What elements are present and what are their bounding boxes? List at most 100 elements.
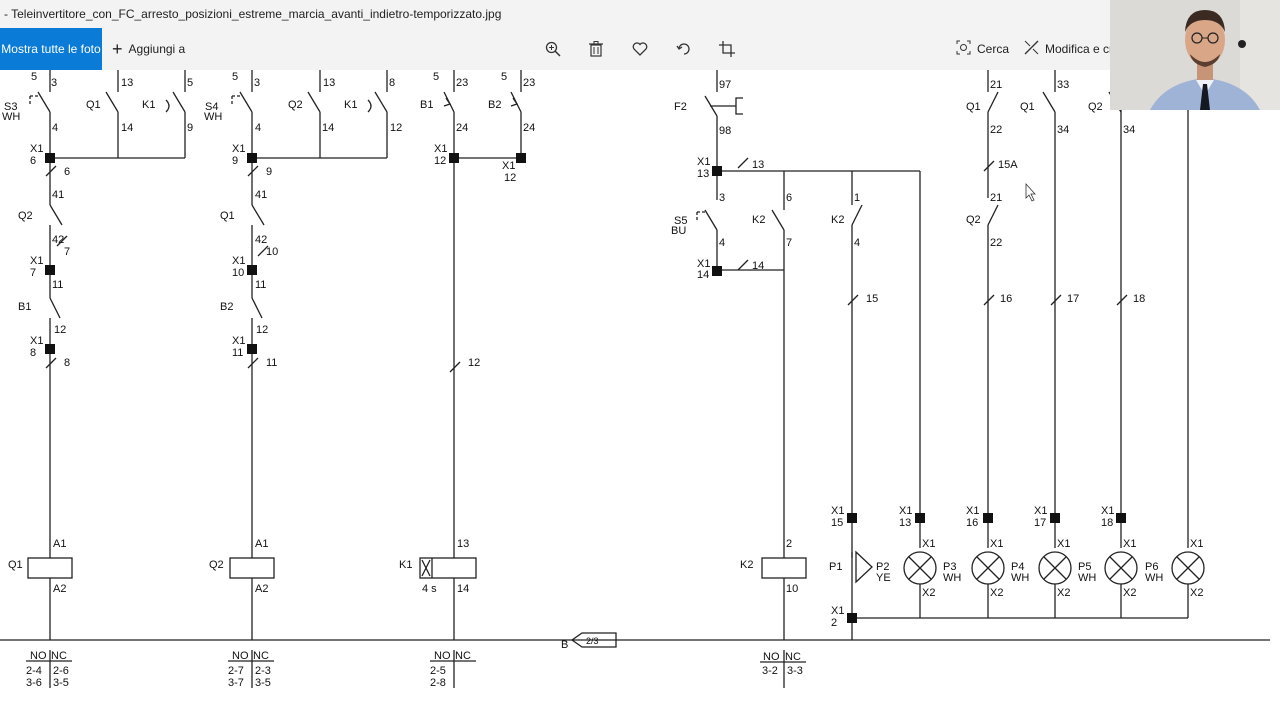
label: Q1: [220, 210, 235, 222]
crop-icon[interactable]: [717, 39, 737, 59]
label: B: [561, 639, 568, 651]
label: NC: [253, 650, 269, 662]
label: 4: [719, 237, 725, 249]
zoom-in-icon[interactable]: [543, 39, 563, 59]
search-visual-icon: [956, 40, 971, 58]
rotate-icon[interactable]: [674, 39, 694, 59]
label: 11: [52, 279, 63, 291]
label: P5: [1078, 561, 1091, 573]
edit-create-button[interactable]: Modifica e cre: [1024, 28, 1120, 70]
schematic-image: 5 3 13 5 S3 WH 4 Q1 14 K1 9 X1 6 6 41 Q2…: [0, 70, 1270, 689]
label: 97: [719, 79, 731, 91]
label: NC: [785, 651, 801, 663]
label: 12: [468, 357, 480, 369]
label: 13: [899, 517, 911, 529]
label: K1: [399, 559, 412, 571]
label: X1: [1057, 538, 1070, 550]
label: P6: [1145, 561, 1158, 573]
label: 9: [232, 155, 238, 167]
label: 13: [323, 77, 335, 89]
label: 12: [256, 324, 268, 336]
label: 5: [433, 71, 439, 83]
terminal: [45, 153, 55, 163]
terminal: [712, 166, 722, 176]
label: 5: [232, 71, 238, 83]
label: Q1: [86, 99, 101, 111]
label: Q2: [18, 210, 33, 222]
show-all-photos-button[interactable]: Mostra tutte le foto: [0, 28, 102, 70]
label: 8: [64, 357, 70, 369]
label: 14: [457, 583, 469, 595]
label: WH: [2, 111, 20, 123]
label: WH: [1011, 572, 1029, 584]
label: Q2: [966, 214, 981, 226]
label: NO: [763, 651, 780, 663]
label: X1: [831, 605, 844, 617]
presenter-video: [1110, 0, 1280, 110]
label: X1: [697, 156, 710, 168]
label: 22: [990, 124, 1002, 136]
trash-icon[interactable]: [586, 39, 606, 59]
label: 7: [786, 237, 792, 249]
terminal: [45, 344, 55, 354]
lamp-p5: X1 X2 P5 WH: [1038, 538, 1096, 599]
signal-lamp-circuits: 21 Q1 22 15A 21 Q2 22 16 33 Q1 34 17 Q2 …: [829, 70, 1205, 640]
circuit-column-q1: 5 3 13 5 S3 WH 4 Q1 14 K1 9 X1 6 6 41 Q2…: [2, 70, 193, 689]
terminal: [847, 513, 857, 523]
label: 10: [232, 267, 244, 279]
visual-search-button[interactable]: Cerca: [956, 28, 1009, 70]
lamp-p4: X1 X2 P4 WH: [971, 538, 1029, 599]
label: K2: [831, 214, 844, 226]
label: 4: [255, 122, 261, 134]
terminal: [449, 153, 459, 163]
toolbar: Mostra tutte le foto + Aggiungi a Cerca …: [0, 28, 1280, 70]
label: X1: [1123, 538, 1136, 550]
label: 4 s: [422, 583, 437, 595]
label: X1: [232, 255, 245, 267]
label: 21: [990, 192, 1002, 204]
lamp-p6: X1 X2 P6 WH: [1104, 538, 1163, 599]
circuit-column-k2: 97 F2 98 13 X1 13 3 S5 BU 4 14 X1 14 6 K…: [671, 70, 921, 688]
label: 15: [831, 517, 843, 529]
terminal: [915, 513, 925, 523]
label: 17: [1034, 517, 1046, 529]
label: BU: [671, 225, 686, 237]
label: B1: [420, 99, 433, 111]
label: P1: [829, 561, 842, 573]
label: 11: [266, 357, 277, 369]
label: X1: [502, 160, 515, 172]
switch-s3: [37, 91, 51, 113]
circuit-column-q2: 5 3 13 8 S4 WH 4 Q2 14 K1 12 X1 9 9 41 Q…: [204, 70, 402, 689]
label: 2: [786, 538, 792, 550]
label: X1: [1190, 538, 1203, 550]
terminal: [247, 344, 257, 354]
terminal: [1050, 513, 1060, 523]
mouse-cursor-icon: [1025, 182, 1036, 202]
label: 5: [187, 77, 193, 89]
label: 10: [786, 583, 798, 595]
heart-icon[interactable]: [630, 39, 650, 59]
label: WH: [204, 111, 222, 123]
label: B1: [18, 301, 31, 313]
label: 13: [752, 159, 764, 171]
label: P2: [876, 561, 889, 573]
label: 24: [456, 122, 468, 134]
label: 11: [232, 347, 243, 359]
add-to-button[interactable]: + Aggiungi a: [112, 28, 185, 70]
label: 16: [1000, 293, 1012, 305]
label: X1: [899, 505, 912, 517]
label: F2: [674, 101, 687, 113]
label: 42: [52, 234, 64, 246]
label: 21: [990, 79, 1002, 91]
label: 34: [1057, 124, 1069, 136]
label: 34: [1123, 124, 1135, 136]
label: X2: [990, 587, 1003, 599]
label: A2: [255, 583, 268, 595]
label: 3-3: [787, 665, 803, 677]
label: 12: [434, 155, 446, 167]
label: X1: [232, 335, 245, 347]
label: 18: [1101, 517, 1113, 529]
